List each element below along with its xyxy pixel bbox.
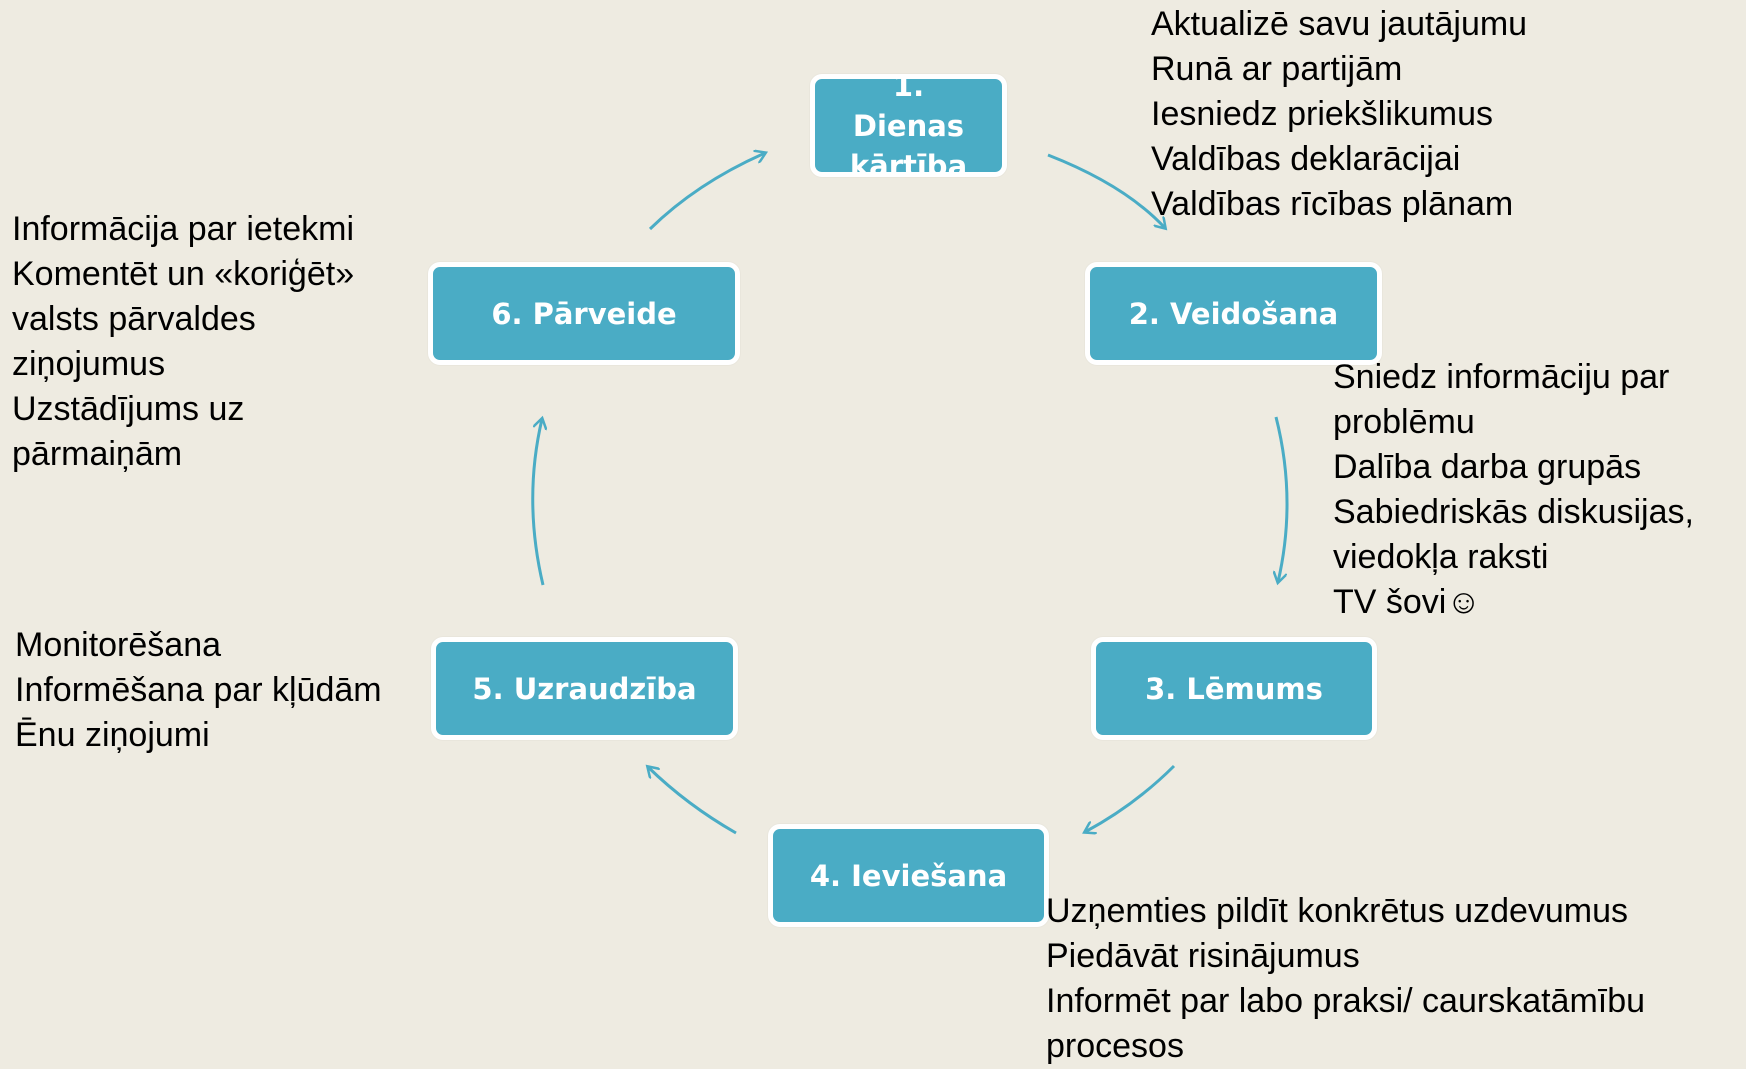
note-formation-line: Sabiedriskās diskusijas, viedokļa raksti <box>1333 493 1694 576</box>
node-agenda: 1. Dienas kārtība <box>810 69 1007 183</box>
note-monitoring: Monitorēšana Informēšana par kļūdām Ēnu … <box>15 623 435 758</box>
note-implementation-line: Informēt par labo praksi/ caurskatāmību … <box>1046 982 1646 1065</box>
note-agenda-line: Iesniedz priekšlikumus <box>1151 95 1494 133</box>
node-implementation: 4. Ieviešana <box>768 824 1049 927</box>
arrow-1-to-2 <box>1047 153 1165 228</box>
node-decision: 3. Lēmums <box>1091 637 1377 740</box>
note-implementation-line: Piedāvāt risinājumus <box>1046 937 1360 975</box>
node-decision-label: 3. Lēmums <box>1145 671 1323 706</box>
arrow-4-to-5 <box>648 767 737 835</box>
node-formation-label: 2. Veidošana <box>1128 296 1339 331</box>
note-implementation: Uzņemties pildīt konkrētus uzdevumus Pie… <box>1046 889 1736 1069</box>
note-formation-line: TV šovi☺ <box>1333 583 1482 621</box>
note-formation-line: Dalība darba grupās <box>1333 448 1642 486</box>
node-monitoring: 5. Uzraudzība <box>431 637 738 740</box>
note-transformation-line: Komentēt un «koriģēt» valsts pārvaldes z… <box>12 255 355 383</box>
node-agenda-label: 1. Dienas kārtība <box>849 68 968 183</box>
node-formation: 2. Veidošana <box>1085 262 1382 365</box>
note-implementation-line: Uzņemties pildīt konkrētus uzdevumus <box>1046 892 1629 930</box>
arrow-2-to-3 <box>1276 416 1289 582</box>
node-transformation-label: 6. Pārveide <box>491 296 677 331</box>
arrow-6-to-1 <box>648 153 765 231</box>
node-transformation: 6. Pārveide <box>428 262 740 365</box>
note-formation-line: Sniedz informāciju par problēmu <box>1333 358 1670 441</box>
note-agenda: Aktualizē savu jautājumu Runā ar partijā… <box>1151 2 1711 227</box>
note-agenda-line: Runā ar partijām <box>1151 50 1403 88</box>
note-agenda-line: Aktualizē savu jautājumu <box>1151 5 1528 43</box>
note-transformation-line: Informācija par ietekmi <box>12 210 355 248</box>
arrow-3-to-4 <box>1085 764 1176 832</box>
note-agenda-line: Valdības deklarācijai <box>1151 140 1461 178</box>
node-implementation-label: 4. Ieviešana <box>809 858 1008 893</box>
note-transformation: Informācija par ietekmi Komentēt un «kor… <box>12 207 412 477</box>
note-transformation-line: Uzstādījums uz pārmaiņām <box>12 390 245 473</box>
note-agenda-line: Valdības rīcības plānam <box>1151 185 1514 223</box>
node-monitoring-label: 5. Uzraudzība <box>472 671 697 706</box>
note-monitoring-line: Ēnu ziņojumi <box>15 716 210 754</box>
note-formation: Sniedz informāciju par problēmu Dalība d… <box>1333 355 1733 625</box>
note-monitoring-line: Monitorēšana <box>15 626 222 664</box>
arrow-5-to-6 <box>531 419 543 586</box>
note-monitoring-line: Informēšana par kļūdām <box>15 671 382 709</box>
